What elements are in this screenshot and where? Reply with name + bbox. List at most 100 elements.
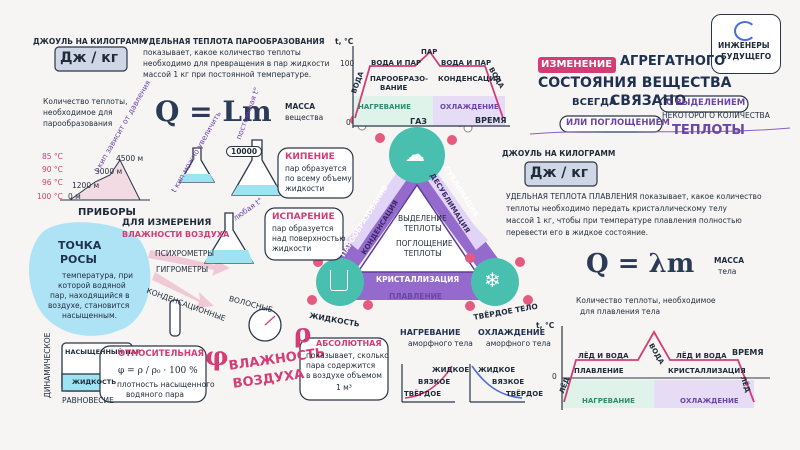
triangle-inner bbox=[356, 183, 478, 273]
cloud-icon: ☁ bbox=[405, 142, 425, 166]
boil-height-2: 3000 м bbox=[95, 167, 123, 176]
left-unit: Дж / кг bbox=[60, 50, 119, 66]
top-graph bbox=[352, 46, 510, 128]
hygrometer-art bbox=[169, 299, 282, 342]
left-def-body1: показывает, какое количество теплоты bbox=[143, 48, 301, 57]
header-word-9: ТЕПЛОТЫ bbox=[672, 123, 745, 138]
bottom-graph-tick-0: 0 bbox=[552, 372, 557, 381]
kipenie-body2: по всему объему bbox=[285, 174, 352, 183]
left-heat-note2: необходимое для bbox=[43, 108, 113, 117]
boil-temp-1: 85 °С bbox=[42, 152, 63, 161]
humidity-rho: ρ bbox=[294, 319, 312, 349]
dew-side: ДИНАМИЧЕСКОЕ bbox=[43, 332, 52, 398]
right-formula: Q = λm bbox=[586, 249, 695, 279]
bubble-relative bbox=[99, 345, 207, 403]
right-def1: УДЕЛЬНАЯ ТЕПЛОТА ПЛАВЛЕНИЯ показывает, к… bbox=[506, 192, 762, 201]
bottom-graph-mix1: ЛЁД И ВОДА bbox=[578, 352, 629, 360]
humidity-abs-body4: 1 м³ bbox=[336, 383, 352, 392]
flask-small bbox=[178, 147, 216, 183]
bubble-isparenie bbox=[264, 207, 344, 261]
right-mass2: тела bbox=[718, 267, 737, 276]
humidity-note1: плотность насыщенного bbox=[117, 380, 215, 389]
band-left bbox=[346, 168, 408, 250]
dew-body5: насыщенным. bbox=[62, 311, 117, 320]
isparenie-body3: жидкости bbox=[272, 244, 312, 253]
flask-boil-badge: 10000 bbox=[226, 146, 263, 157]
top-graph-seg1-3: ВАНИЕ bbox=[380, 84, 408, 92]
top-graph-seg2-2: КОНДЕНСАЦИЯ bbox=[438, 75, 501, 83]
right-heat1: Количество теплоты, необходимое bbox=[576, 296, 716, 305]
bubble-kipenie bbox=[277, 147, 354, 199]
amorph-h-viscous: ВЯЗКОЕ bbox=[418, 378, 451, 386]
triangle-release1: ВЫДЕЛЕНИЕ bbox=[398, 214, 447, 223]
left-heat-note3: парообразования bbox=[43, 119, 113, 128]
devices-psychro: ПСИХРОМЕТРЫ bbox=[155, 249, 214, 258]
triangle-absorb2: ТЕПЛОТЫ bbox=[404, 249, 442, 258]
amorph-c-title2: аморфного тела bbox=[486, 339, 551, 348]
top-graph-cooling: ОХЛАЖДЕНИЕ bbox=[440, 103, 499, 111]
logo-arrow-icon bbox=[734, 21, 756, 41]
boil-temp-2: 90 °С bbox=[42, 165, 63, 174]
flask-evap bbox=[203, 212, 255, 264]
boil-temp-3: 96 °С bbox=[42, 178, 63, 187]
top-graph-time: ВРЕМЯ bbox=[475, 116, 507, 125]
humidity-abs-body1: показывает, сколько bbox=[306, 351, 389, 360]
top-graph-tick-100: 100 bbox=[340, 59, 355, 68]
header-word-5: СВЯЗАНО bbox=[610, 93, 687, 109]
pink-arrow-1 bbox=[148, 250, 230, 276]
bottom-graph-time: ВРЕМЯ bbox=[732, 348, 764, 357]
humidity-abs-body2: пара содержится bbox=[306, 361, 376, 370]
devices-title2: ДЛЯ ИЗМЕРЕНИЯ bbox=[122, 218, 212, 228]
kipenie-title: КИПЕНИЕ bbox=[285, 152, 335, 162]
right-mass1: МАССА bbox=[714, 256, 745, 265]
left-mass-note1: МАССА bbox=[285, 102, 316, 111]
bottom-graph-cryst: КРИСТАЛЛИЗАЦИЯ bbox=[668, 367, 746, 375]
logo-line2: БУДУЩЕГО bbox=[721, 52, 772, 61]
right-def4: перевести его в жидкое состояние. bbox=[506, 228, 649, 237]
devices-subtitle: ВЛАЖНОСТИ ВОЗДУХА bbox=[122, 230, 230, 239]
humidity-abs-body3: в воздухе объемом bbox=[306, 371, 382, 380]
top-graph-seg2-1: ВОДА И ПАР bbox=[441, 59, 492, 67]
triangle-base bbox=[348, 270, 500, 300]
isparenie-body2: над поверхностью bbox=[272, 234, 346, 243]
amorph-h-title2: аморфного тела bbox=[408, 339, 473, 348]
dew-bottom: РАВНОВЕСИЕ bbox=[62, 396, 114, 405]
header-word-8: НЕКОТОРОГО КОЛИЧЕСТВА bbox=[662, 111, 770, 120]
header-word-1: ИЗМЕНЕНИЕ bbox=[541, 59, 613, 70]
liquid-node bbox=[316, 258, 364, 306]
right-unit: Дж / кг bbox=[530, 165, 589, 181]
dew-title2: РОСЫ bbox=[60, 253, 97, 266]
amorph-c-title1: ОХЛАЖДЕНИЕ bbox=[478, 328, 546, 337]
top-graph-steam: ПАР bbox=[421, 48, 438, 56]
top-graph-tick-0: 0 bbox=[346, 118, 351, 127]
humidity-phi: φ bbox=[205, 342, 229, 372]
dew-blob bbox=[28, 222, 151, 336]
left-formula: Q = Lm bbox=[155, 95, 272, 128]
amorph-c-solid: ТВЁРДОЕ bbox=[506, 390, 543, 398]
triangle-absorb1: ПОГЛОЩЕНИЕ bbox=[396, 239, 453, 248]
bottom-graph-cooling: ОХЛАЖДЕНИЕ bbox=[680, 397, 739, 405]
header-word-7: ИЛИ ПОГЛОЩЕНИЕМ bbox=[566, 118, 670, 128]
right-def3: массой 1 кг, чтобы при температуре плавл… bbox=[506, 216, 742, 225]
amorph-c-liquid: ЖИДКОЕ bbox=[478, 366, 516, 374]
flask-boil bbox=[230, 139, 284, 196]
bottom-graph-heating: НАГРЕВАНИЕ bbox=[582, 397, 635, 405]
top-graph-seg1-1: ВОДА И ПАР bbox=[371, 59, 422, 67]
isparenie-title: ИСПАРЕНИЕ bbox=[272, 212, 335, 222]
right-def2: теплоты необходимо передать кристалличес… bbox=[506, 204, 727, 213]
pink-arrow-2 bbox=[152, 272, 214, 308]
bottom-graph-mix2: ЛЁД И ВОДА bbox=[676, 352, 727, 360]
dew-body1: температура, при bbox=[62, 271, 133, 280]
left-def-body2: необходимо для превращения в пар жидкост… bbox=[143, 59, 330, 68]
triangle-melting: ПЛАВЛЕНИЕ bbox=[389, 292, 443, 301]
header-word-3: СОСТОЯНИЯ ВЕЩЕСТВА bbox=[538, 75, 732, 91]
boil-temp-4: 100 °С bbox=[37, 192, 63, 201]
glass-icon bbox=[330, 270, 348, 291]
header-word-2: АГРЕГАТНОГО bbox=[620, 54, 726, 69]
gas-node bbox=[389, 127, 445, 183]
unit-sticker-left bbox=[54, 46, 128, 72]
right-unit-caption: ДЖОУЛЬ НА КИЛОГРАММ bbox=[502, 149, 616, 158]
amorph-h-title1: НАГРЕВАНИЕ bbox=[400, 328, 461, 337]
header-divider bbox=[529, 127, 791, 135]
